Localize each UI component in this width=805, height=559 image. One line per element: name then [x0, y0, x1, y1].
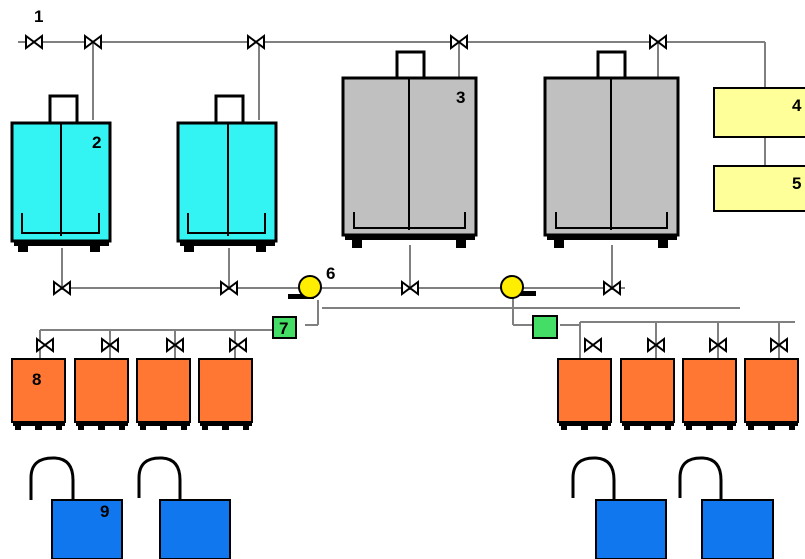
blue-container-1[interactable]	[29, 456, 123, 559]
label-8: 8	[32, 370, 41, 389]
orange-container-group-left	[11, 358, 253, 431]
label-6: 6	[326, 264, 335, 283]
green-unit-left[interactable]	[272, 316, 297, 339]
valve-icon[interactable]	[247, 35, 265, 49]
container-icon[interactable]	[74, 358, 129, 431]
label-7: 7	[279, 319, 288, 338]
small-tank-1[interactable]	[10, 94, 112, 252]
yellow-unit-lower[interactable]	[713, 165, 805, 212]
container-icon[interactable]	[620, 358, 675, 431]
large-tank-1[interactable]	[341, 50, 478, 248]
blue-container-3[interactable]	[571, 456, 667, 559]
yellow-unit-upper[interactable]	[713, 87, 805, 138]
valve-icon[interactable]	[25, 35, 43, 49]
orange-container-group-right	[557, 358, 799, 431]
container-icon[interactable]	[682, 358, 737, 431]
blue-container-4[interactable]	[678, 456, 774, 559]
valve-icon[interactable]	[229, 338, 247, 352]
label-5: 5	[792, 174, 801, 193]
label-4: 4	[792, 96, 802, 115]
container-icon[interactable]	[744, 358, 799, 431]
pump-icon[interactable]	[500, 275, 536, 299]
container-icon[interactable]	[198, 358, 253, 431]
container-icon[interactable]	[557, 358, 612, 431]
valve-group-fill	[36, 338, 788, 352]
label-9: 9	[100, 502, 109, 521]
label-1: 1	[34, 7, 43, 26]
green-unit-right[interactable]	[532, 315, 558, 339]
pump-icon[interactable]	[288, 275, 322, 299]
label-2: 2	[92, 133, 101, 152]
valve-icon[interactable]	[584, 338, 602, 352]
valve-icon[interactable]	[36, 338, 54, 352]
small-tank-2[interactable]	[176, 94, 278, 252]
large-tank-2[interactable]	[543, 50, 680, 248]
blue-container-2[interactable]	[137, 456, 231, 559]
label-3: 3	[456, 88, 465, 107]
container-icon[interactable]	[136, 358, 191, 431]
